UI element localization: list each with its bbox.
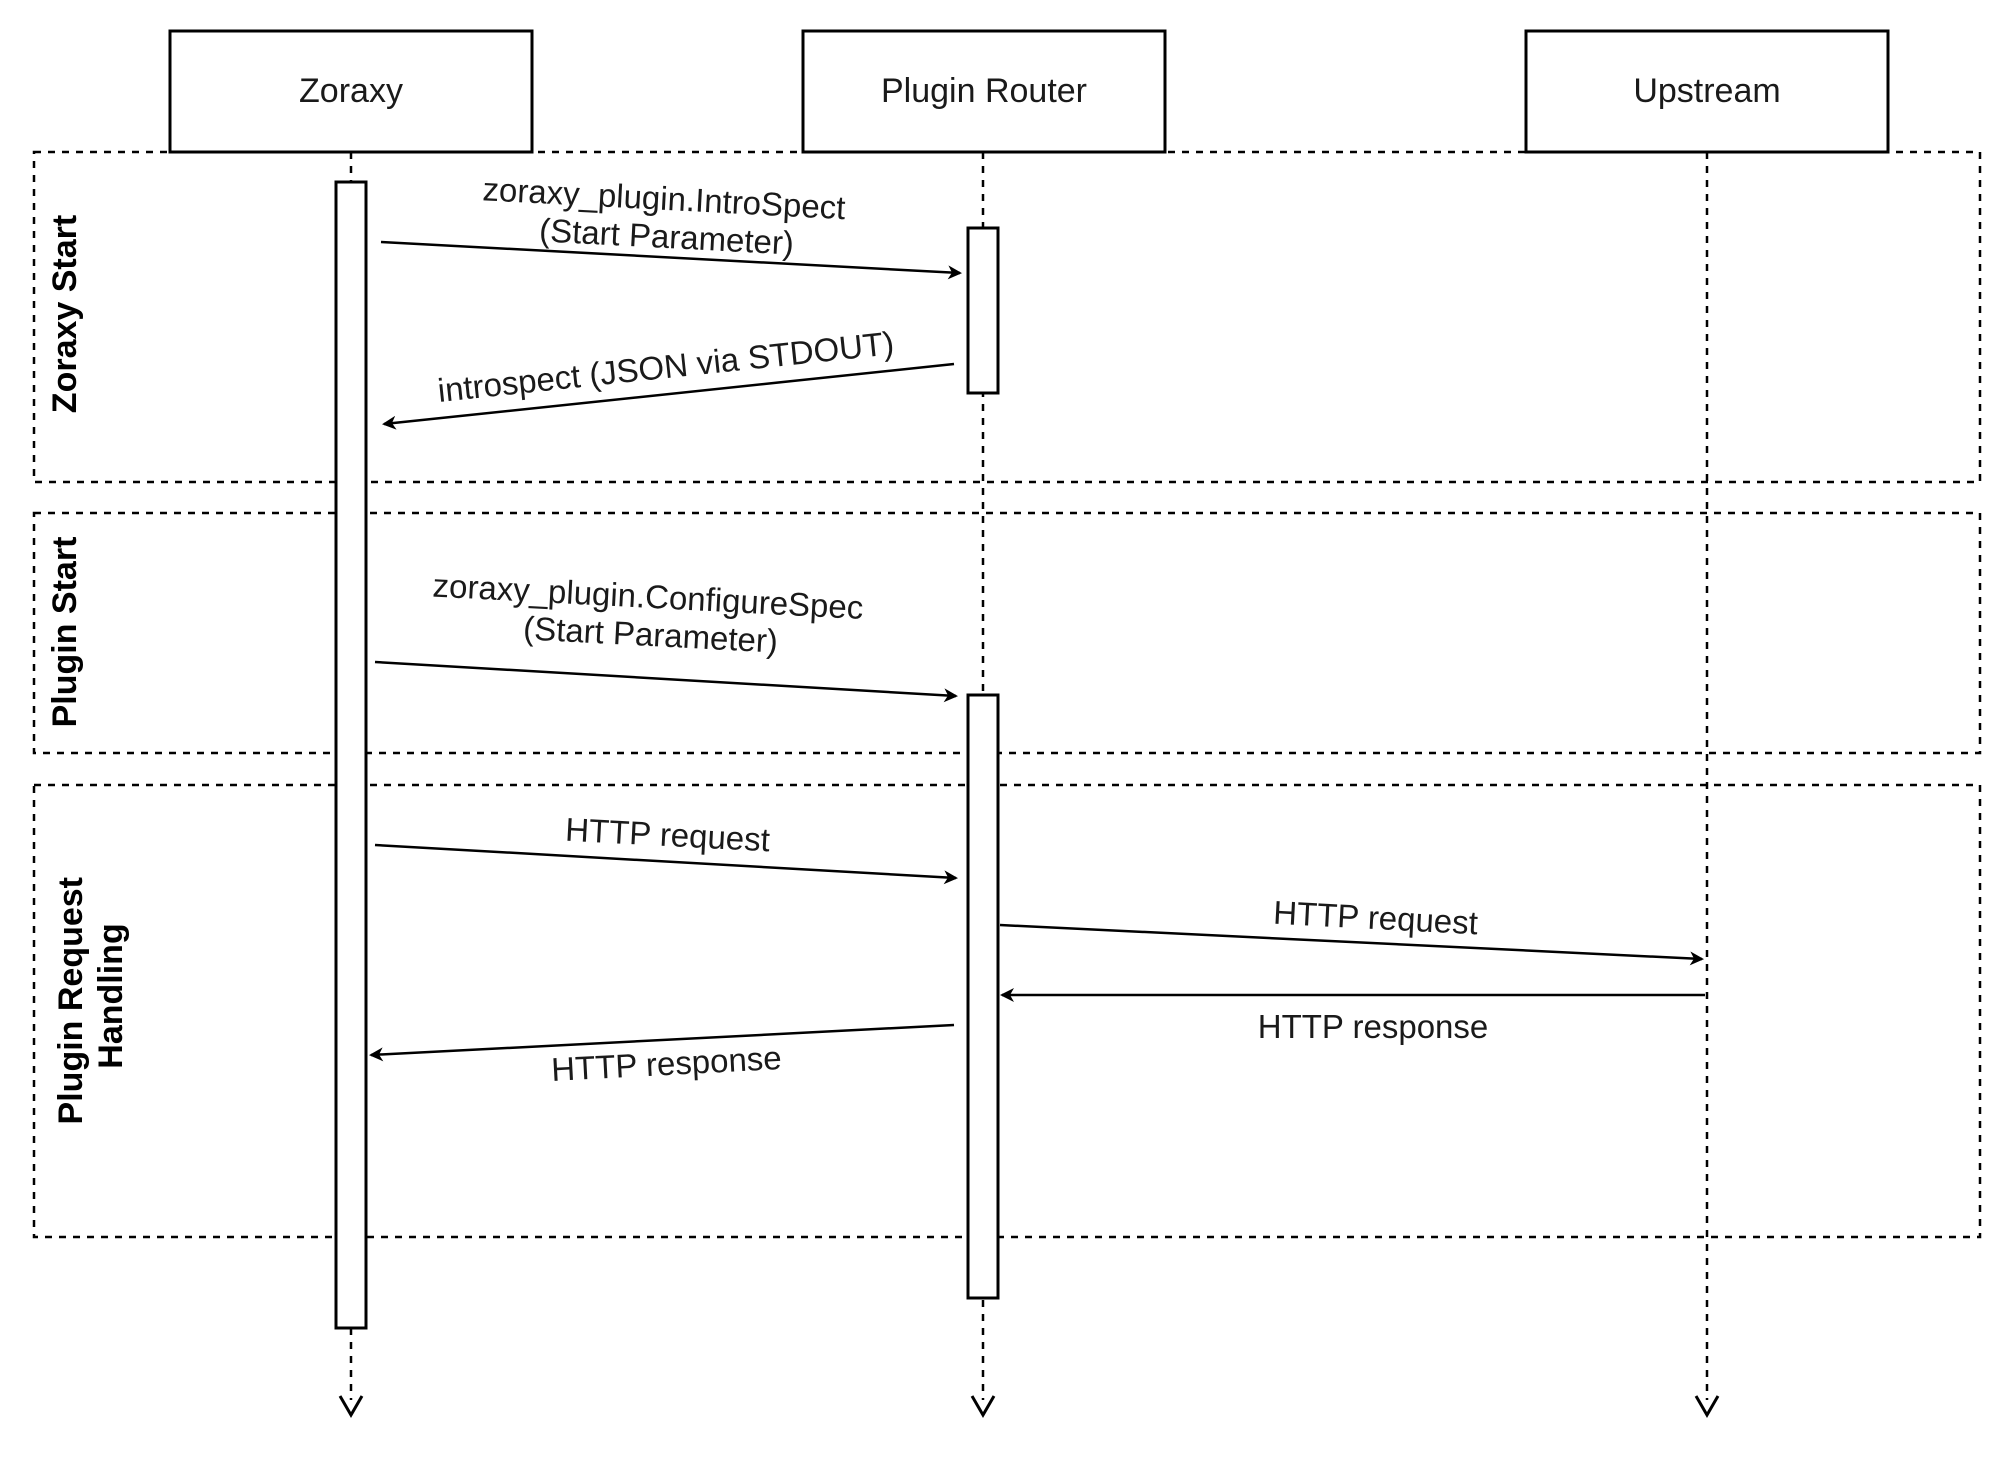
participant-label-upstream: Upstream (1633, 72, 1780, 110)
message-configurespec-call: zoraxy_plugin.ConfigureSpec (Start Param… (374, 567, 958, 703)
lifeline-end-arrow-zoraxy (338, 1395, 364, 1418)
frame-zoraxy-start: Zoraxy Start (32, 150, 1982, 484)
participant-label-zoraxy: Zoraxy (299, 72, 403, 110)
participant-upstream: Upstream (1524, 29, 1890, 154)
participant-plugin-router: Plugin Router (801, 29, 1167, 154)
frame-plugin-start: Plugin Start (32, 511, 1982, 755)
message-http-response-to-zoraxy: HTTP response (369, 1023, 955, 1088)
activation-plugin-router-introspect (966, 226, 1000, 395)
message-label: HTTP response (550, 1039, 782, 1088)
message-label: HTTP request (564, 811, 770, 859)
lifeline-end-arrow-upstream (1694, 1395, 1720, 1418)
message-http-response-from-upstream: HTTP response (1000, 988, 1705, 1045)
frame-label-plugin-start: Plugin Start (46, 537, 84, 728)
message-label: zoraxy_plugin.ConfigureSpec (Start Param… (430, 567, 874, 665)
message-label: HTTP response (1258, 1008, 1488, 1045)
message-introspect-response: introspect (JSON via STDOUT) (382, 324, 955, 430)
activation-zoraxy (334, 180, 368, 1330)
lifeline-end-arrow-plugin-router (970, 1395, 996, 1418)
frame-label-plugin-request-handling: Plugin Request Handling (52, 868, 130, 1125)
message-label: HTTP request (1272, 894, 1478, 942)
message-http-request-to-upstream: HTTP request (999, 894, 1704, 966)
activation-plugin-router-main (966, 693, 1000, 1300)
frame-plugin-request-handling: Plugin Request Handling (32, 783, 1982, 1239)
participant-label-plugin-router: Plugin Router (881, 72, 1087, 110)
message-http-request-to-router: HTTP request (374, 811, 958, 885)
frame-label-zoraxy-start: Zoraxy Start (46, 215, 84, 413)
message-label: introspect (JSON via STDOUT) (436, 324, 896, 409)
message-introspect-call: zoraxy_plugin.IntroSpect (Start Paramete… (380, 170, 962, 280)
participant-zoraxy: Zoraxy (168, 29, 534, 154)
